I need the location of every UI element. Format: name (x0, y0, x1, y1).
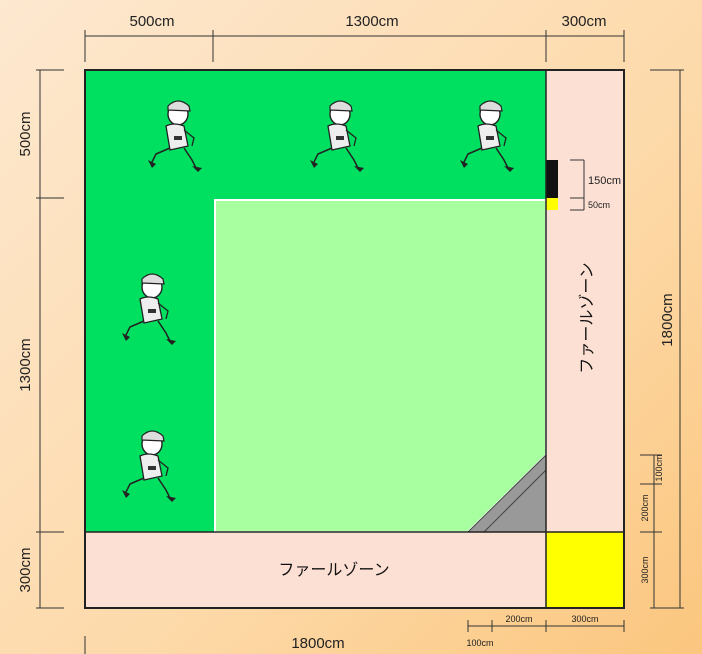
inner-court (214, 199, 547, 533)
dim-bottom-300: 300cm (571, 614, 598, 624)
yellow-corner (546, 532, 624, 608)
dim-50: 50cm (588, 200, 610, 210)
dim-right-100: 100cm (654, 454, 664, 481)
dim-right-300: 300cm (640, 556, 650, 583)
outer-border (84, 69, 625, 609)
foul-zone-right (546, 70, 624, 532)
dim-right-total: 1800cm (659, 293, 676, 346)
dim-bottom-total: 1800cm (291, 635, 344, 652)
dim-top-right: 300cm (561, 13, 606, 30)
dim-left-bottom: 300cm (17, 547, 34, 592)
black-marker (546, 160, 558, 198)
foul-zone-bottom-label: ファールゾーン (278, 560, 389, 579)
dim-right-200: 200cm (640, 494, 650, 521)
dim-top-middle: 1300cm (345, 13, 398, 30)
dim-left-top: 500cm (17, 111, 34, 156)
dim-top-left: 500cm (129, 13, 174, 30)
foul-zone-bottom (85, 532, 624, 608)
yellow-marker (546, 198, 558, 210)
foul-zone-right-label: ファールゾーン (577, 262, 596, 373)
dim-150: 150cm (588, 175, 621, 187)
dim-bottom-200: 200cm (505, 614, 532, 624)
dim-left-middle: 1300cm (17, 338, 34, 391)
dim-bottom-100: 100cm (466, 638, 493, 648)
